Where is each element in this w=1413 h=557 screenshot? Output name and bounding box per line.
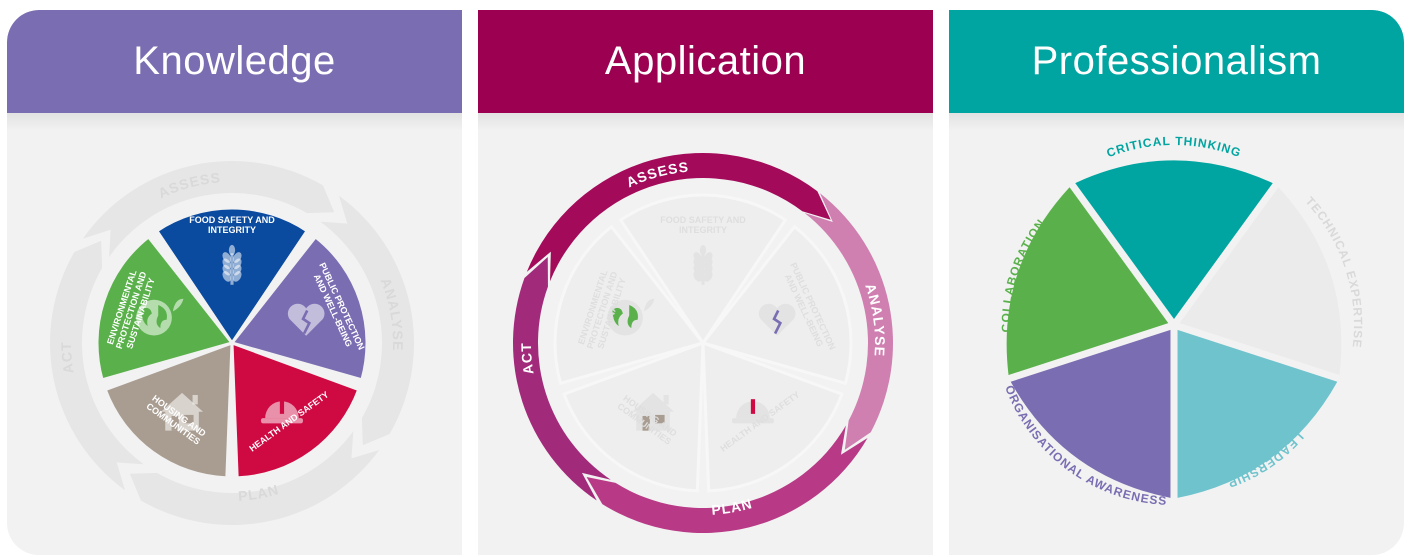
segment-4 bbox=[562, 340, 705, 493]
cycle-arrow-plan bbox=[586, 425, 868, 534]
header-shadow bbox=[7, 113, 462, 131]
broken-heart-icon bbox=[287, 303, 325, 336]
segment-collaboration bbox=[1006, 187, 1169, 376]
cycle-label-act: ACT bbox=[58, 341, 77, 375]
cycle-arrow-act bbox=[49, 240, 144, 491]
cycle-arrow-assess bbox=[82, 161, 335, 257]
header-shadow bbox=[478, 113, 933, 131]
cycle-arrow-analyse bbox=[804, 193, 893, 450]
cycle-label-act: ACT bbox=[518, 342, 537, 376]
segment-technical-expertise bbox=[1179, 187, 1342, 376]
cycle-arrow-plan bbox=[129, 431, 380, 525]
globe-icon bbox=[136, 298, 184, 336]
globe-icon bbox=[607, 298, 655, 336]
house-icon bbox=[632, 392, 675, 431]
hard-hat-icon bbox=[731, 399, 774, 424]
knowledge-title: Knowledge bbox=[7, 10, 462, 113]
segment-3 bbox=[701, 340, 844, 493]
wheat-icon bbox=[693, 244, 713, 285]
broken-heart-icon bbox=[758, 303, 796, 336]
label-critical-thinking: CRITICAL THINKING bbox=[1105, 134, 1244, 160]
cycle-arrow-analyse bbox=[320, 195, 414, 446]
professionalism-title: Professionalism bbox=[949, 10, 1404, 113]
segment-2 bbox=[700, 224, 853, 386]
application-title: Application bbox=[478, 10, 933, 113]
cycle-arrow-act bbox=[513, 256, 611, 501]
hard-hat-icon bbox=[260, 399, 303, 424]
header-shadow bbox=[949, 113, 1404, 131]
professionalism-pentagon bbox=[1006, 160, 1342, 498]
segment-organisational-awareness bbox=[1010, 329, 1171, 498]
segment-critical-thinking bbox=[1075, 160, 1273, 319]
segment-leadership bbox=[1177, 329, 1338, 498]
cycle-arrow-assess bbox=[526, 152, 831, 282]
wheat-icon bbox=[222, 244, 242, 285]
house-icon bbox=[161, 392, 204, 431]
